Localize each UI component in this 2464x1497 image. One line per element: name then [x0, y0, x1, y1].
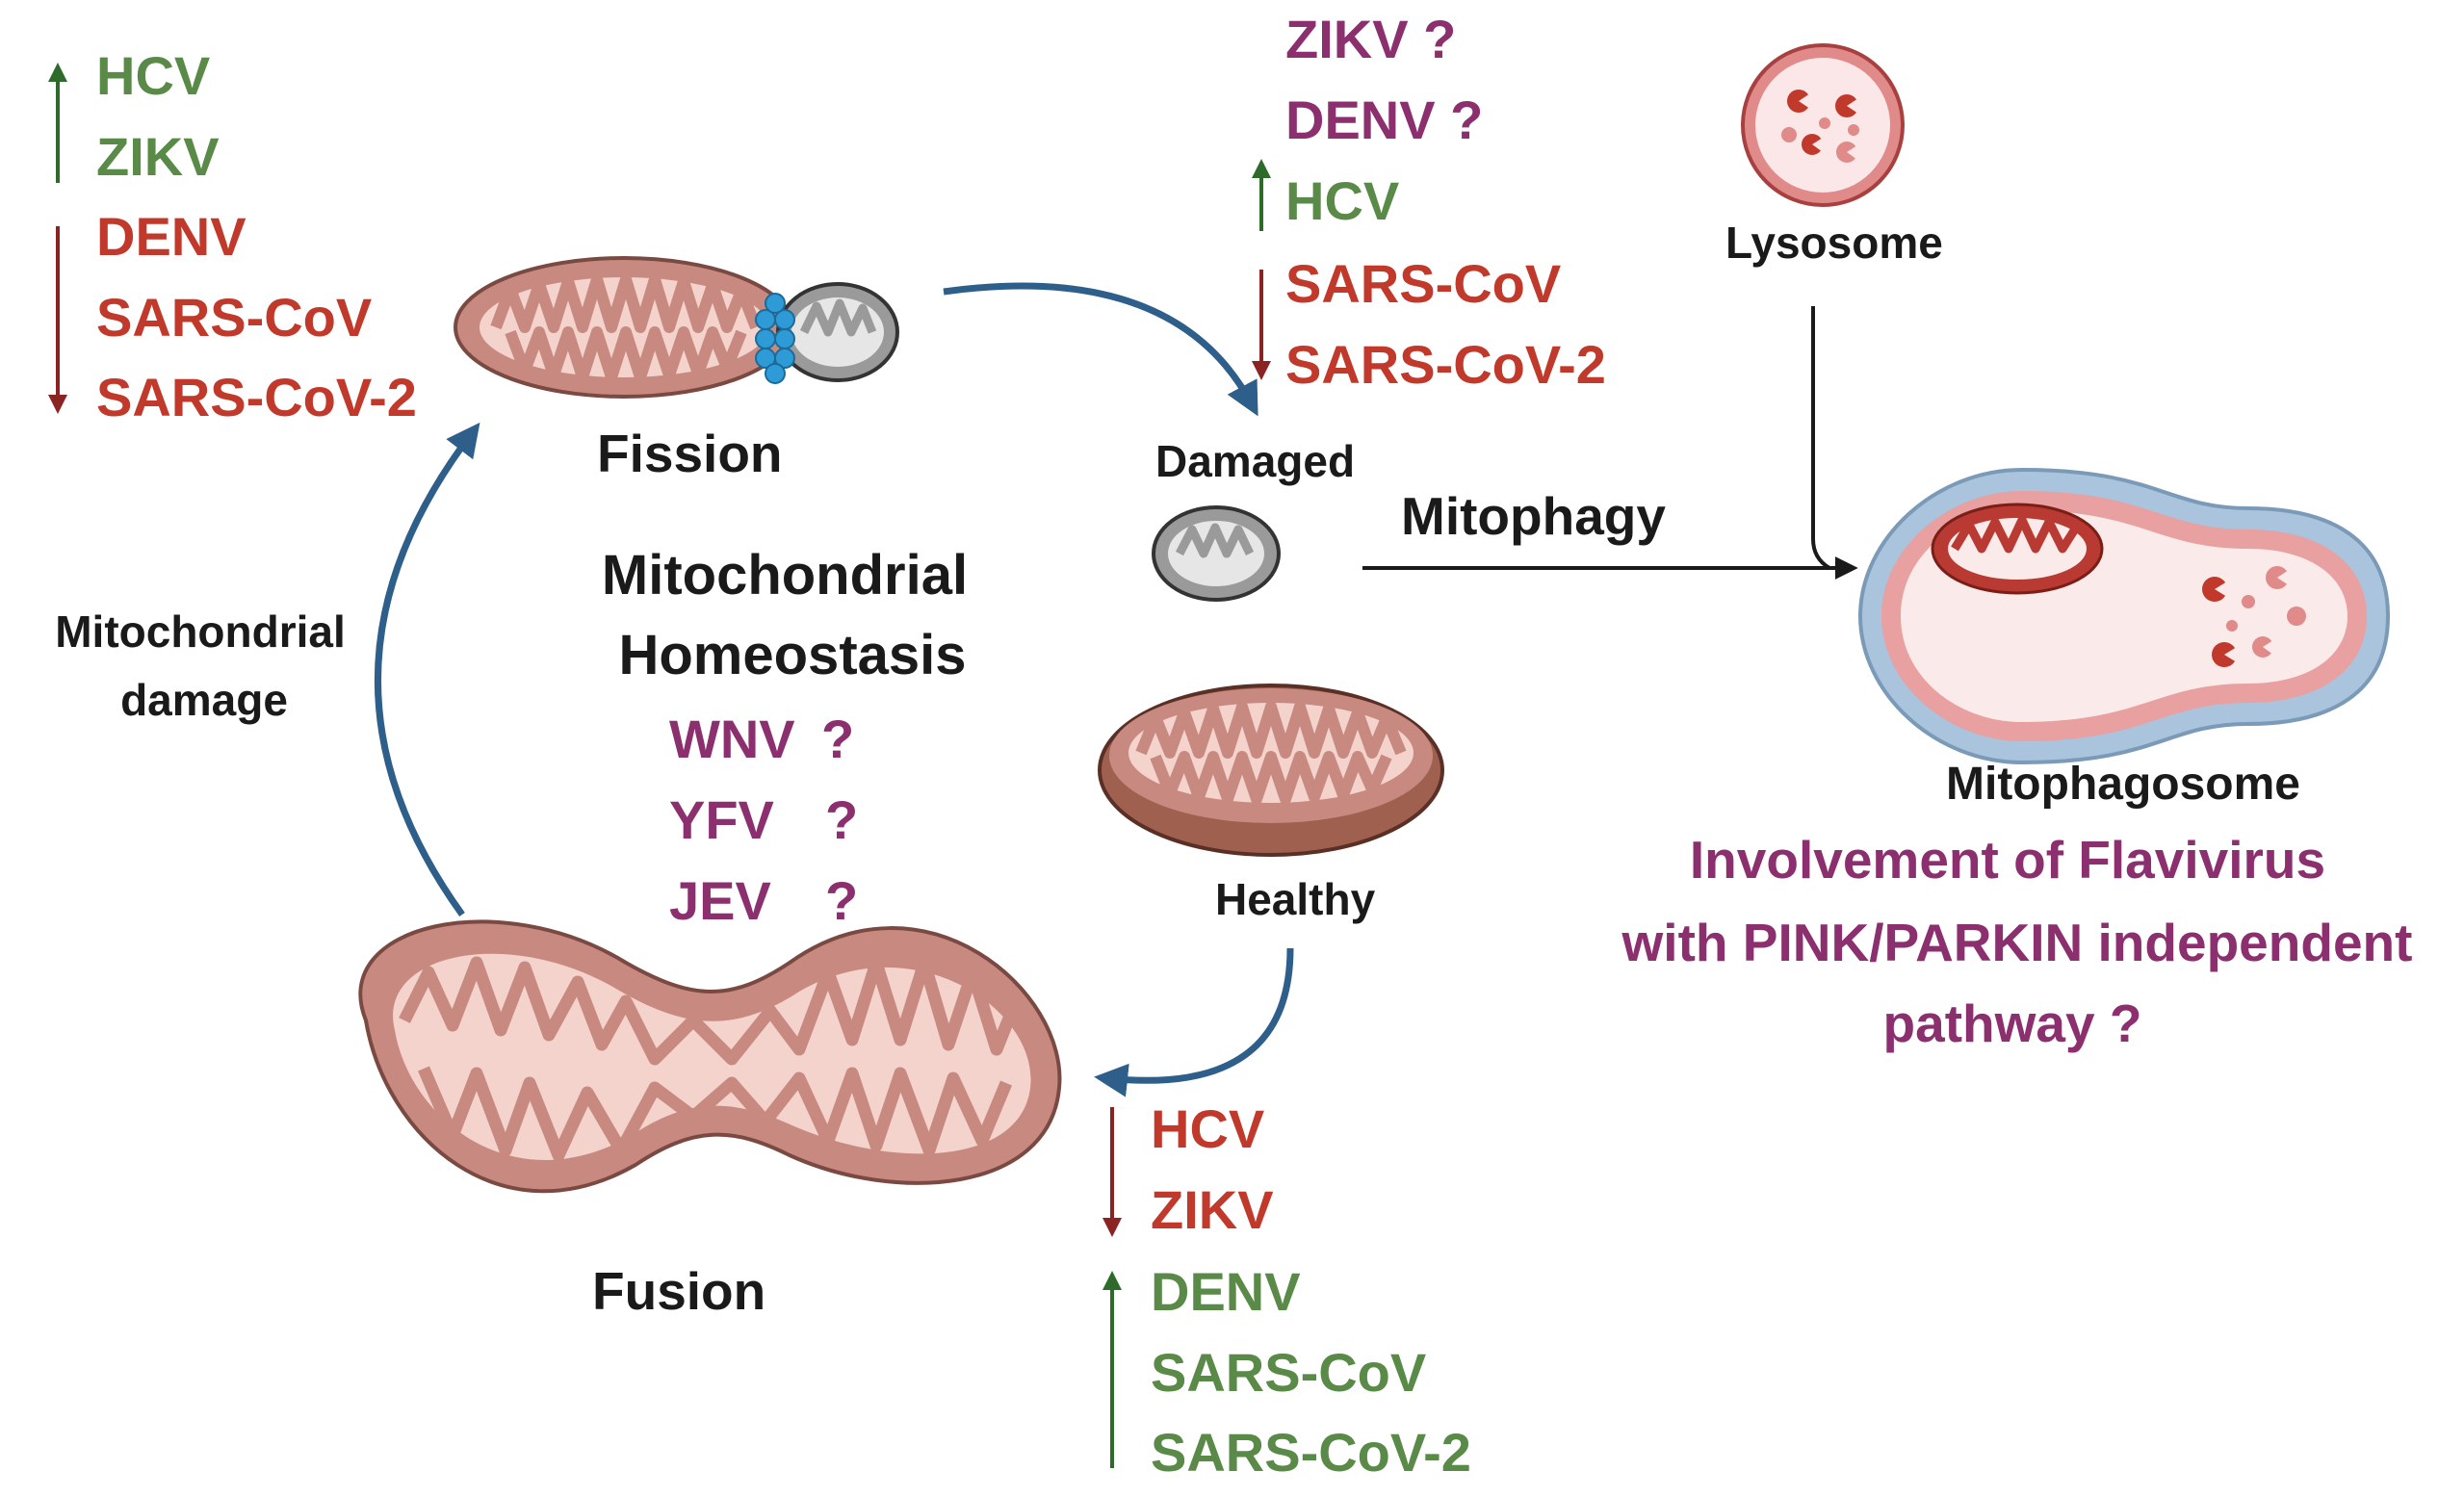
flavivirus-note-line1: Involvement of Flavivirus: [1690, 830, 2325, 890]
fusion-down-virus: ZIKV: [1151, 1179, 1274, 1240]
drp1-cluster-icon: [755, 293, 795, 384]
homeostasis-virus-mark: ?: [821, 709, 854, 769]
damage-label-line2: damage: [120, 675, 288, 725]
fission-down-virus: DENV: [96, 206, 246, 267]
fission-down-virus: SARS-CoV: [96, 287, 372, 348]
fusion-up-virus: SARS-CoV-2: [1151, 1422, 1471, 1483]
mitophagy-down-virus: SARS-CoV: [1285, 253, 1561, 314]
homeostasis-label-line1: Mitochondrial: [602, 544, 968, 607]
flavivirus-note-line2: with PINK/PARKIN independent: [1621, 913, 2413, 972]
fusion-label: Fusion: [592, 1261, 765, 1321]
damaged-label: Damaged: [1155, 436, 1355, 486]
fusion-to-fission-arrow: [374, 422, 480, 917]
healthy-label: Healthy: [1215, 874, 1376, 924]
homeostasis-virus-name: JEV: [669, 870, 771, 931]
mitophagy-label: Mitophagy: [1401, 486, 1666, 546]
fission-down-virus: SARS-CoV-2: [96, 367, 417, 427]
healthy-to-fusion-arrow: [1094, 947, 1294, 1097]
fusion-mitochondrion-icon: [358, 919, 1062, 1194]
fission-label: Fission: [597, 424, 783, 483]
lysosome-icon: [1741, 43, 1905, 207]
fission-mitochondrion-icon: [454, 256, 794, 399]
mitophagy-unknown-virus: ZIKV ?: [1285, 9, 1456, 69]
fusion-down-virus: HCV: [1151, 1098, 1264, 1159]
lysosome-arrow: [1811, 306, 1831, 570]
homeostasis-virus-mark: ?: [825, 870, 858, 931]
homeostasis-label-line2: Homeostasis: [618, 624, 966, 686]
fission-to-damaged-arrow: [943, 282, 1258, 417]
fusion-up-virus: SARS-CoV: [1151, 1342, 1426, 1403]
fusion-up-virus: DENV: [1151, 1261, 1301, 1322]
mitophagy-unknown-virus: DENV ?: [1285, 90, 1483, 150]
fission-daughter-mitochondrion-icon: [776, 282, 899, 382]
fission-up-virus: HCV: [96, 45, 210, 106]
mitophagy-up-virus: HCV: [1285, 170, 1399, 231]
damaged-mitochondrion-icon: [1152, 505, 1281, 602]
homeostasis-virus-mark: ?: [825, 789, 858, 850]
lysosome-label: Lysosome: [1725, 218, 1943, 268]
homeostasis-virus-name: YFV: [669, 789, 774, 850]
fission-up-virus: ZIKV: [96, 126, 220, 187]
homeostasis-virus-name: WNV: [669, 709, 795, 769]
mitophagy-down-virus: SARS-CoV-2: [1285, 334, 1606, 395]
damage-label-line1: Mitochondrial: [55, 607, 346, 657]
mitophagosome-label: Mitophagosome: [1946, 759, 2300, 810]
mitophagosome-icon: [1857, 467, 2391, 765]
flavivirus-note-line3: pathway ?: [1883, 994, 2142, 1053]
healthy-mitochondrion-icon: [1098, 684, 1444, 857]
